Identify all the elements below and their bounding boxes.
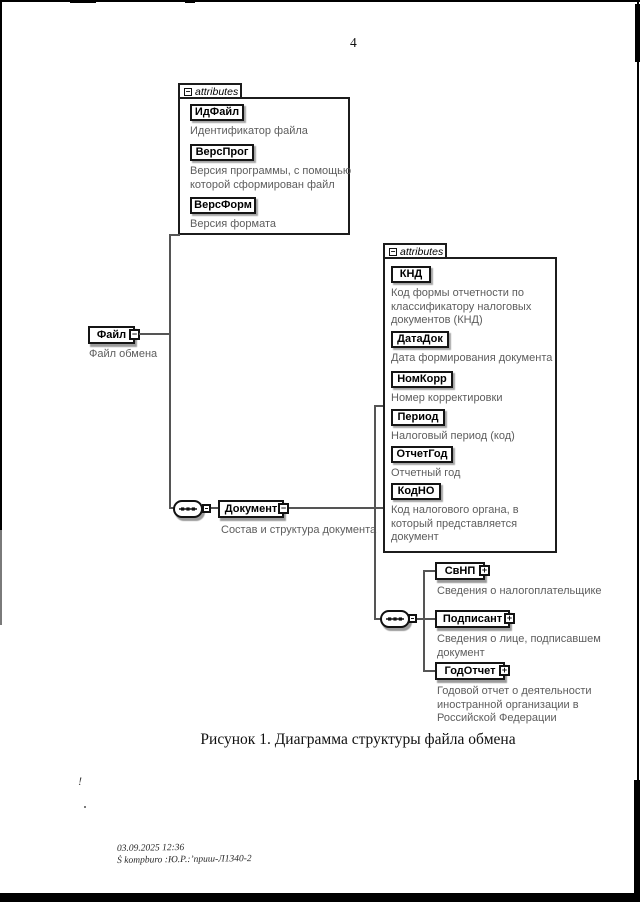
- annotation-datadok: Дата формирования документа: [391, 352, 553, 364]
- attribute-versprog: ВерсПрог: [190, 144, 254, 161]
- scan-left-edge-faded: [0, 530, 2, 625]
- footer: 03.09.2025 12:36 Ṡ kompburo :Ю.Р.:ʼприш-…: [117, 841, 252, 867]
- attributes-tab-label: attributes: [195, 85, 239, 98]
- connector-line: [417, 618, 425, 620]
- figure-caption: Рисунок 1. Диаграмма структуры файла обм…: [200, 731, 516, 748]
- footer-reference: Ṡ kompburo :Ю.Р.:ʼприш-Л1340-2: [117, 854, 252, 866]
- document-attributes-panel: [383, 257, 557, 553]
- attribute-knd: КНД: [391, 266, 431, 283]
- scan-right-mark: [635, 4, 640, 62]
- collapse-icon: −: [278, 503, 289, 514]
- sequence-glyph: [179, 507, 197, 511]
- document-attributes-tab: − attributes: [383, 243, 447, 259]
- connector-line: [374, 405, 376, 620]
- connector-handle-icon: [408, 614, 417, 623]
- annotation-versform: Версия формата: [190, 218, 276, 230]
- stray-dot: [84, 806, 86, 808]
- connector-line: [423, 570, 425, 672]
- attribute-otchetgod: ОтчетГод: [391, 446, 453, 463]
- collapse-icon: −: [184, 87, 192, 96]
- attributes-tab-label: attributes: [400, 245, 444, 258]
- annotation-godotchet: Годовой отчет о деятельности иностранной…: [437, 685, 592, 724]
- annotation-svnp: Сведения о налогоплательщике: [437, 585, 602, 597]
- attribute-versform: ВерсФорм: [190, 197, 256, 214]
- collapse-icon: −: [389, 247, 397, 256]
- annotation-period: Налоговый период (код): [391, 430, 515, 442]
- scan-top-mark: [185, 0, 195, 3]
- sequence-icon: [173, 500, 203, 518]
- stray-mark: !: [78, 774, 82, 788]
- scan-top-mark: [70, 0, 96, 3]
- connector-line: [139, 333, 170, 335]
- file-attributes-tab: − attributes: [178, 83, 242, 99]
- annotation-file: Файл обмена: [89, 348, 158, 360]
- scan-right-mark: [634, 780, 640, 902]
- annotation-kodno: Код налогового органа, в который предста…: [391, 504, 519, 543]
- element-file: Файл: [88, 326, 135, 344]
- scan-left-edge: [0, 0, 2, 530]
- connector-line: [169, 234, 171, 509]
- annotation-idfajl: Идентификатор файла: [190, 125, 308, 137]
- expand-icon: +: [479, 565, 490, 576]
- element-svnp: СвНП: [435, 562, 485, 580]
- connector-line: [211, 507, 219, 509]
- connector-line: [425, 618, 435, 620]
- scan-top-edge: [0, 0, 640, 2]
- connector-handle-icon: [202, 504, 211, 513]
- connector-line: [374, 405, 384, 407]
- connector-line: [425, 670, 435, 672]
- expand-icon: +: [499, 665, 510, 676]
- attribute-kodno: КодНО: [391, 483, 441, 500]
- connector-line: [289, 507, 384, 509]
- attribute-nomkorr: НомКорр: [391, 371, 453, 388]
- connector-line: [169, 234, 180, 236]
- connector-line: [425, 570, 435, 572]
- annotation-podpisant: Сведения о лице, подписавшем документ: [437, 633, 601, 659]
- element-godotchet: ГодОтчет: [435, 662, 505, 680]
- annotation-otchetgod: Отчетный год: [391, 467, 461, 479]
- element-podpisant: Подписант: [435, 610, 510, 628]
- expand-icon: +: [504, 613, 515, 624]
- scan-bottom-bar: [0, 893, 640, 902]
- scan-right-edge: [637, 0, 639, 902]
- attribute-period: Период: [391, 409, 445, 426]
- annotation-document: Состав и структура документа: [221, 524, 377, 536]
- annotation-versprog: Версия программы, с помощью которой сфор…: [190, 165, 352, 191]
- page-number: 4: [350, 35, 357, 50]
- annotation-knd: Код формы отчетности по классификатору н…: [391, 287, 532, 326]
- annotation-nomkorr: Номер корректировки: [391, 392, 503, 404]
- attribute-datadok: ДатаДок: [391, 331, 449, 348]
- sequence-glyph: [386, 617, 404, 621]
- element-document: Документ: [218, 500, 284, 518]
- attribute-idfajl: ИдФайл: [190, 104, 244, 121]
- connector-line: [374, 618, 381, 620]
- sequence-icon: [380, 610, 410, 628]
